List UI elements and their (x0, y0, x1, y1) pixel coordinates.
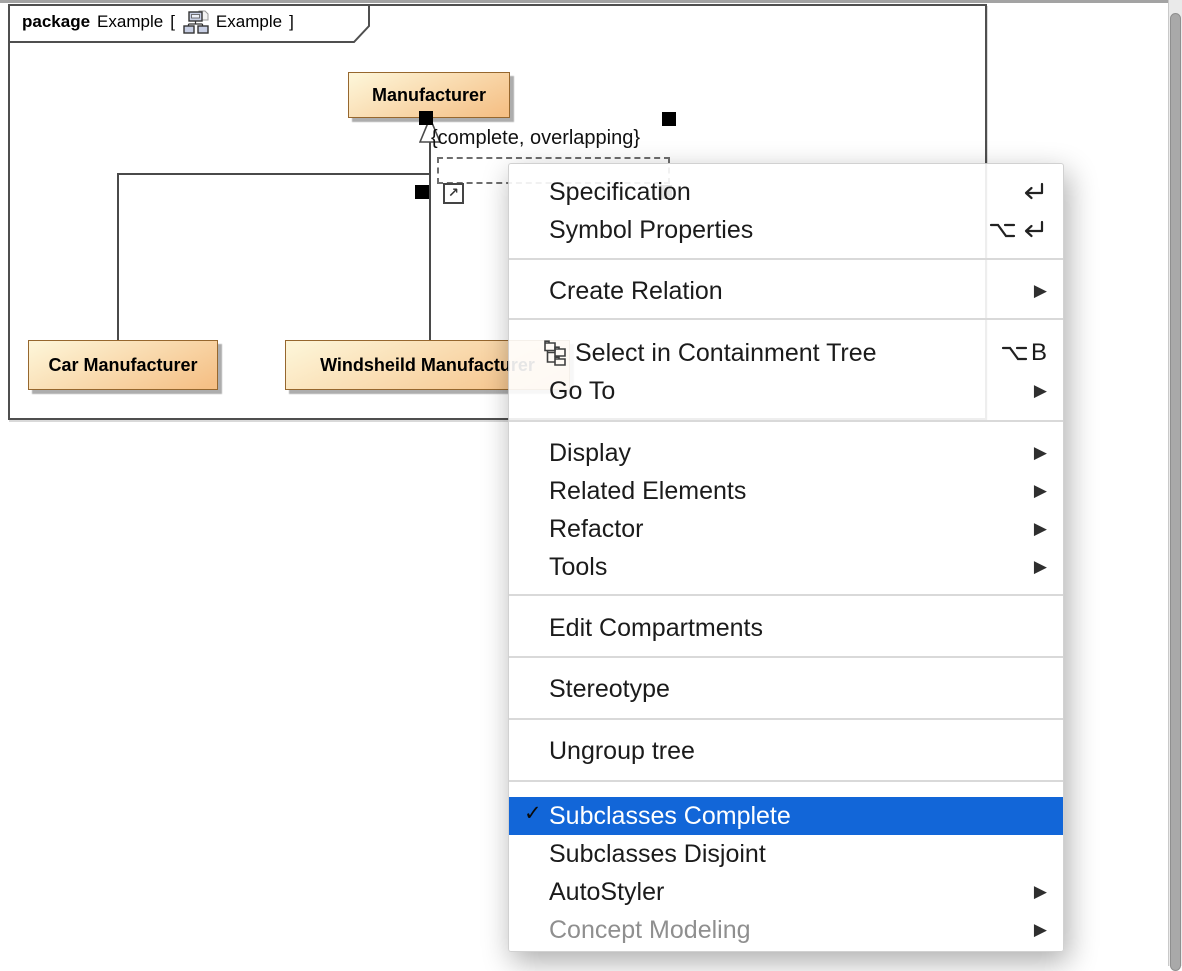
top-divider (0, 0, 1168, 3)
selection-handle[interactable] (662, 112, 676, 126)
open-specification-icon[interactable]: ↗ (443, 183, 464, 204)
vertical-scrollbar-thumb[interactable] (1170, 13, 1181, 971)
menu-separator (509, 656, 1063, 658)
submenu-arrow-icon: ▶ (1034, 920, 1047, 940)
menu-item-label: Concept Modeling (549, 916, 751, 945)
menu-item-select-in-containment-tree[interactable]: Select in Containment Tree B (509, 334, 1063, 372)
frame-diagram-name: Example (216, 12, 282, 32)
submenu-arrow-icon: ▶ (1034, 281, 1047, 301)
menu-item-related-elements[interactable]: Related Elements ▶ (509, 472, 1063, 510)
menu-item-label: Stereotype (549, 675, 670, 704)
menu-item-label: Subclasses Complete (549, 802, 791, 831)
generalization-branch-line[interactable] (117, 173, 431, 175)
menu-separator (509, 258, 1063, 260)
frame-close-bracket: ] (289, 12, 294, 32)
menu-item-create-relation[interactable]: Create Relation ▶ (509, 272, 1063, 310)
class-name-label: Manufacturer (372, 85, 486, 106)
menu-separator (509, 780, 1063, 782)
menu-item-label: Subclasses Disjoint (549, 840, 766, 869)
frame-keyword: package (22, 12, 90, 32)
frame-package-name: Example (97, 12, 163, 32)
return-key-icon (1019, 180, 1047, 204)
frame-header: package Example [ Example ] (22, 9, 294, 35)
submenu-arrow-icon: ▶ (1034, 519, 1047, 539)
generalization-trunk-line[interactable] (429, 141, 431, 340)
menu-item-label: Edit Compartments (549, 614, 763, 643)
menu-item-label: Display (549, 439, 631, 468)
menu-item-display[interactable]: Display ▶ (509, 434, 1063, 472)
class-car-manufacturer[interactable]: Car Manufacturer (28, 340, 218, 390)
menu-item-label: Specification (549, 178, 691, 207)
menu-item-label: Select in Containment Tree (575, 339, 877, 368)
menu-separator (509, 718, 1063, 720)
menu-item-edit-compartments[interactable]: Edit Compartments (509, 609, 1063, 647)
return-key-icon (1019, 218, 1047, 242)
menu-item-label: Ungroup tree (549, 737, 695, 766)
generalization-left-line[interactable] (117, 173, 119, 340)
menu-item-autostyler[interactable]: AutoStyler ▶ (509, 873, 1063, 911)
frame-open-bracket: [ (170, 12, 175, 32)
generalization-set-constraint-label[interactable]: {complete, overlapping} (431, 127, 640, 150)
menu-item-subclasses-disjoint[interactable]: Subclasses Disjoint (509, 835, 1063, 873)
submenu-arrow-icon: ▶ (1034, 882, 1047, 902)
submenu-arrow-icon: ▶ (1034, 381, 1047, 401)
menu-item-label: Related Elements (549, 477, 746, 506)
menu-item-ungroup-tree[interactable]: Ungroup tree (509, 732, 1063, 770)
checkmark-icon: ✓ (524, 801, 542, 825)
menu-separator (509, 420, 1063, 422)
containment-tree-icon (543, 340, 567, 366)
option-key-icon (989, 219, 1016, 241)
menu-item-label: Symbol Properties (549, 216, 753, 245)
option-key-icon (1001, 342, 1028, 364)
menu-item-go-to[interactable]: Go To ▶ (509, 372, 1063, 410)
submenu-arrow-icon: ▶ (1034, 443, 1047, 463)
menu-item-stereotype[interactable]: Stereotype (509, 670, 1063, 708)
menu-separator (509, 594, 1063, 596)
menu-item-specification[interactable]: Specification (509, 173, 1063, 211)
menu-item-label: Tools (549, 553, 607, 582)
context-menu: Specification Symbol Properties Create R… (508, 163, 1064, 952)
menu-item-symbol-properties[interactable]: Symbol Properties (509, 211, 1063, 249)
menu-item-refactor[interactable]: Refactor ▶ (509, 510, 1063, 548)
menu-item-concept-modeling[interactable]: Concept Modeling ▶ (509, 911, 1063, 949)
selection-handle[interactable] (419, 111, 433, 125)
shortcut-key-label: B (1031, 339, 1047, 367)
open-link-icon: ↗ (448, 186, 459, 201)
menu-item-label: AutoStyler (549, 878, 664, 907)
selection-handle[interactable] (415, 185, 429, 199)
menu-item-label: Refactor (549, 515, 643, 544)
class-name-label: Windsheild Manufacturer (320, 355, 535, 376)
submenu-arrow-icon: ▶ (1034, 557, 1047, 577)
class-diagram-icon (182, 10, 209, 35)
submenu-arrow-icon: ▶ (1034, 481, 1047, 501)
menu-item-tools[interactable]: Tools ▶ (509, 548, 1063, 586)
menu-item-label: Create Relation (549, 277, 723, 306)
menu-separator (509, 318, 1063, 320)
class-name-label: Car Manufacturer (48, 355, 197, 376)
menu-item-subclasses-complete[interactable]: ✓ Subclasses Complete (509, 797, 1063, 835)
menu-item-label: Go To (549, 377, 615, 406)
